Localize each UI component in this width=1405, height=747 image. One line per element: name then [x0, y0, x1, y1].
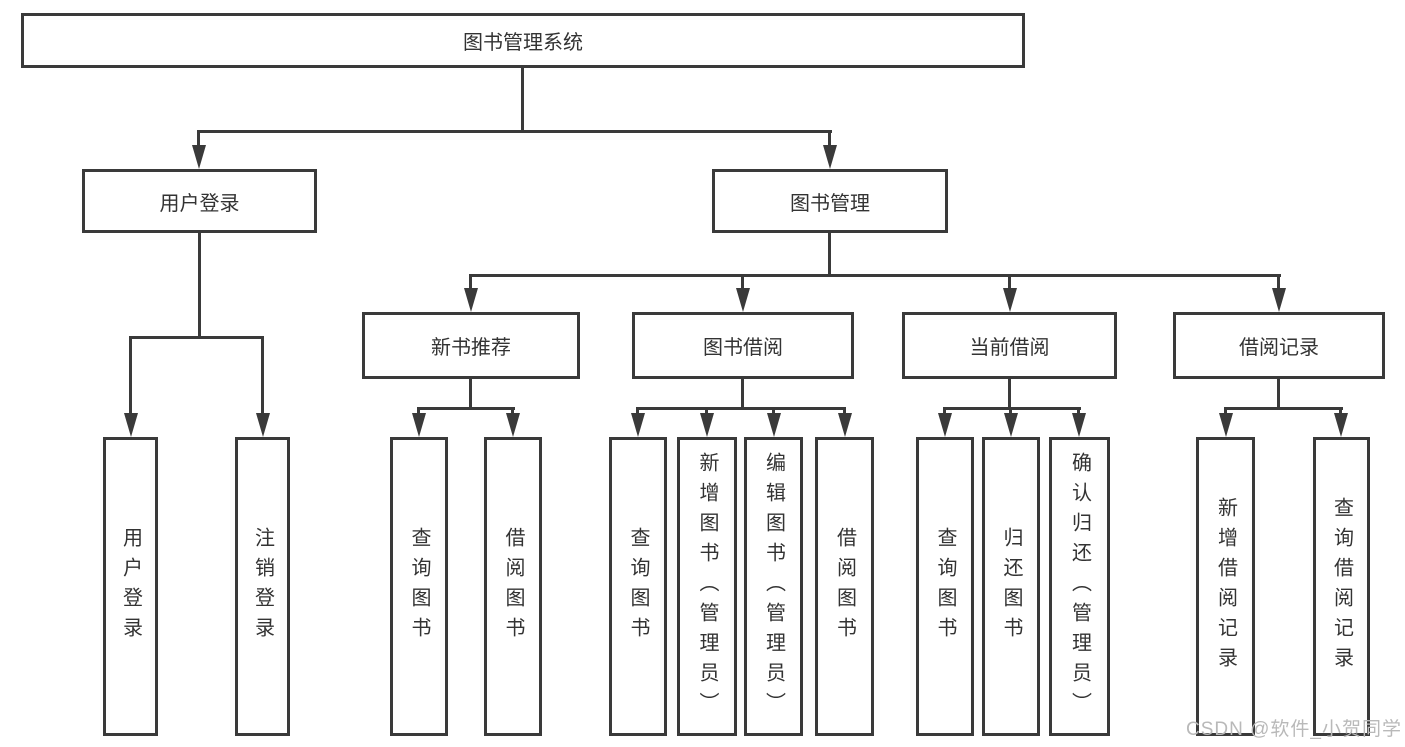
arrow-down-icon — [736, 288, 750, 312]
node-user-login: 用户登录 — [82, 169, 317, 233]
leaf-label: 查询图书 — [627, 526, 649, 647]
arrow-down-icon — [464, 288, 478, 312]
node-new-book: 新书推荐 — [362, 312, 580, 379]
arrow-down-icon — [700, 413, 714, 437]
connector-level2-branch — [197, 130, 832, 133]
arrow-down-icon — [838, 413, 852, 437]
connector-user-login-trunk — [198, 233, 201, 336]
leaf-query-book-newbook: 查询图书 — [390, 437, 448, 736]
leaf-label: 编辑图书（管理员） — [762, 451, 785, 722]
node-current-borrow: 当前借阅 — [902, 312, 1117, 379]
connector-drop-leaf — [417, 407, 420, 417]
connector-drop-leaf — [1339, 407, 1342, 417]
leaf-confirm-return-admin: 确认归还（管理员） — [1049, 437, 1110, 736]
connector-drop-leaf — [129, 336, 132, 416]
leaf-label: 借阅图书 — [833, 526, 856, 647]
arrow-down-icon — [1334, 413, 1348, 437]
leaf-query-book-current: 查询图书 — [916, 437, 974, 736]
leaf-label: 查询图书 — [934, 526, 956, 647]
arrow-down-icon — [412, 413, 426, 437]
node-book-mgmt-label: 图书管理 — [790, 192, 870, 215]
connector-borrow-record-trunk — [1277, 379, 1280, 407]
arrow-down-icon — [1219, 413, 1233, 437]
connector-new-book-branch — [417, 407, 515, 410]
connector-drop-leaf — [1009, 407, 1012, 417]
node-borrow-record: 借阅记录 — [1173, 312, 1385, 379]
leaf-label: 确认归还（管理员） — [1068, 451, 1091, 722]
connector-book-borrow-branch — [636, 407, 845, 410]
node-book-mgmt: 图书管理 — [712, 169, 948, 233]
node-new-book-label: 新书推荐 — [431, 337, 511, 359]
arrow-down-icon — [506, 413, 520, 437]
arrow-down-icon — [124, 413, 138, 437]
leaf-user-login: 用户登录 — [103, 437, 158, 736]
connector-drop-current-borrow — [1008, 274, 1011, 292]
leaf-edit-book-admin: 编辑图书（管理员） — [744, 437, 803, 736]
connector-drop-leaf — [511, 407, 514, 417]
connector-new-book-trunk — [469, 379, 472, 407]
leaf-logout: 注销登录 — [235, 437, 290, 736]
leaf-label: 查询图书 — [408, 526, 430, 647]
connector-drop-leaf — [772, 407, 775, 417]
node-book-borrow: 图书借阅 — [632, 312, 854, 379]
leaf-add-book-admin: 新增图书（管理员） — [677, 437, 737, 736]
leaf-label: 归还图书 — [1000, 526, 1022, 647]
connector-drop-leaf — [636, 407, 639, 417]
arrow-down-icon — [631, 413, 645, 437]
connector-user-login-branch — [129, 336, 264, 339]
leaf-add-borrow-record: 新增借阅记录 — [1196, 437, 1255, 736]
connector-drop-new-book — [469, 274, 472, 292]
connector-drop-borrow-record — [1277, 274, 1280, 292]
connector-drop-leaf — [261, 336, 264, 416]
arrow-down-icon — [767, 413, 781, 437]
connector-book-mgmt-trunk — [828, 233, 831, 274]
connector-drop-book-borrow — [741, 274, 744, 292]
leaf-label: 新增借阅记录 — [1214, 496, 1237, 677]
leaf-label: 借阅图书 — [502, 526, 524, 647]
arrow-down-icon — [938, 413, 952, 437]
connector-drop-leaf — [843, 407, 846, 417]
connector-level3-branch — [469, 274, 1281, 277]
arrow-down-icon — [823, 145, 837, 169]
arrow-down-icon — [192, 145, 206, 169]
leaf-borrow-book: 借阅图书 — [815, 437, 874, 736]
connector-current-borrow-branch — [943, 407, 1081, 410]
connector-drop-leaf — [943, 407, 946, 417]
watermark: CSDN @软件_小贺同学 — [1186, 719, 1402, 740]
node-root-label: 图书管理系统 — [463, 32, 583, 54]
connector-drop-user-login — [197, 130, 200, 148]
leaf-label: 新增图书（管理员） — [696, 451, 718, 722]
leaf-borrow-book-newbook: 借阅图书 — [484, 437, 542, 736]
arrow-down-icon — [1072, 413, 1086, 437]
connector-drop-book-mgmt — [828, 130, 831, 148]
arrow-down-icon — [256, 413, 270, 437]
leaf-return-book: 归还图书 — [982, 437, 1040, 736]
connector-borrow-record-branch — [1224, 407, 1343, 410]
connector-drop-leaf — [705, 407, 708, 417]
node-current-borrow-label: 当前借阅 — [969, 337, 1050, 359]
leaf-label: 用户登录 — [119, 526, 142, 647]
node-user-login-label: 用户登录 — [159, 192, 240, 215]
node-borrow-record-label: 借阅记录 — [1239, 337, 1319, 359]
leaf-label: 注销登录 — [251, 526, 274, 647]
leaf-query-borrow-record: 查询借阅记录 — [1313, 437, 1370, 736]
leaf-label: 查询借阅记录 — [1330, 496, 1353, 677]
arrow-down-icon — [1003, 288, 1017, 312]
arrow-down-icon — [1272, 288, 1286, 312]
connector-drop-leaf — [1224, 407, 1227, 417]
connector-current-borrow-trunk — [1008, 379, 1011, 407]
connector-drop-leaf — [1077, 407, 1080, 417]
connector-root-trunk — [521, 68, 524, 130]
node-book-borrow-label: 图书借阅 — [703, 337, 783, 359]
node-root: 图书管理系统 — [21, 13, 1025, 68]
arrow-down-icon — [1004, 413, 1018, 437]
connector-book-borrow-trunk — [741, 379, 744, 407]
leaf-query-book-borrow: 查询图书 — [609, 437, 667, 736]
